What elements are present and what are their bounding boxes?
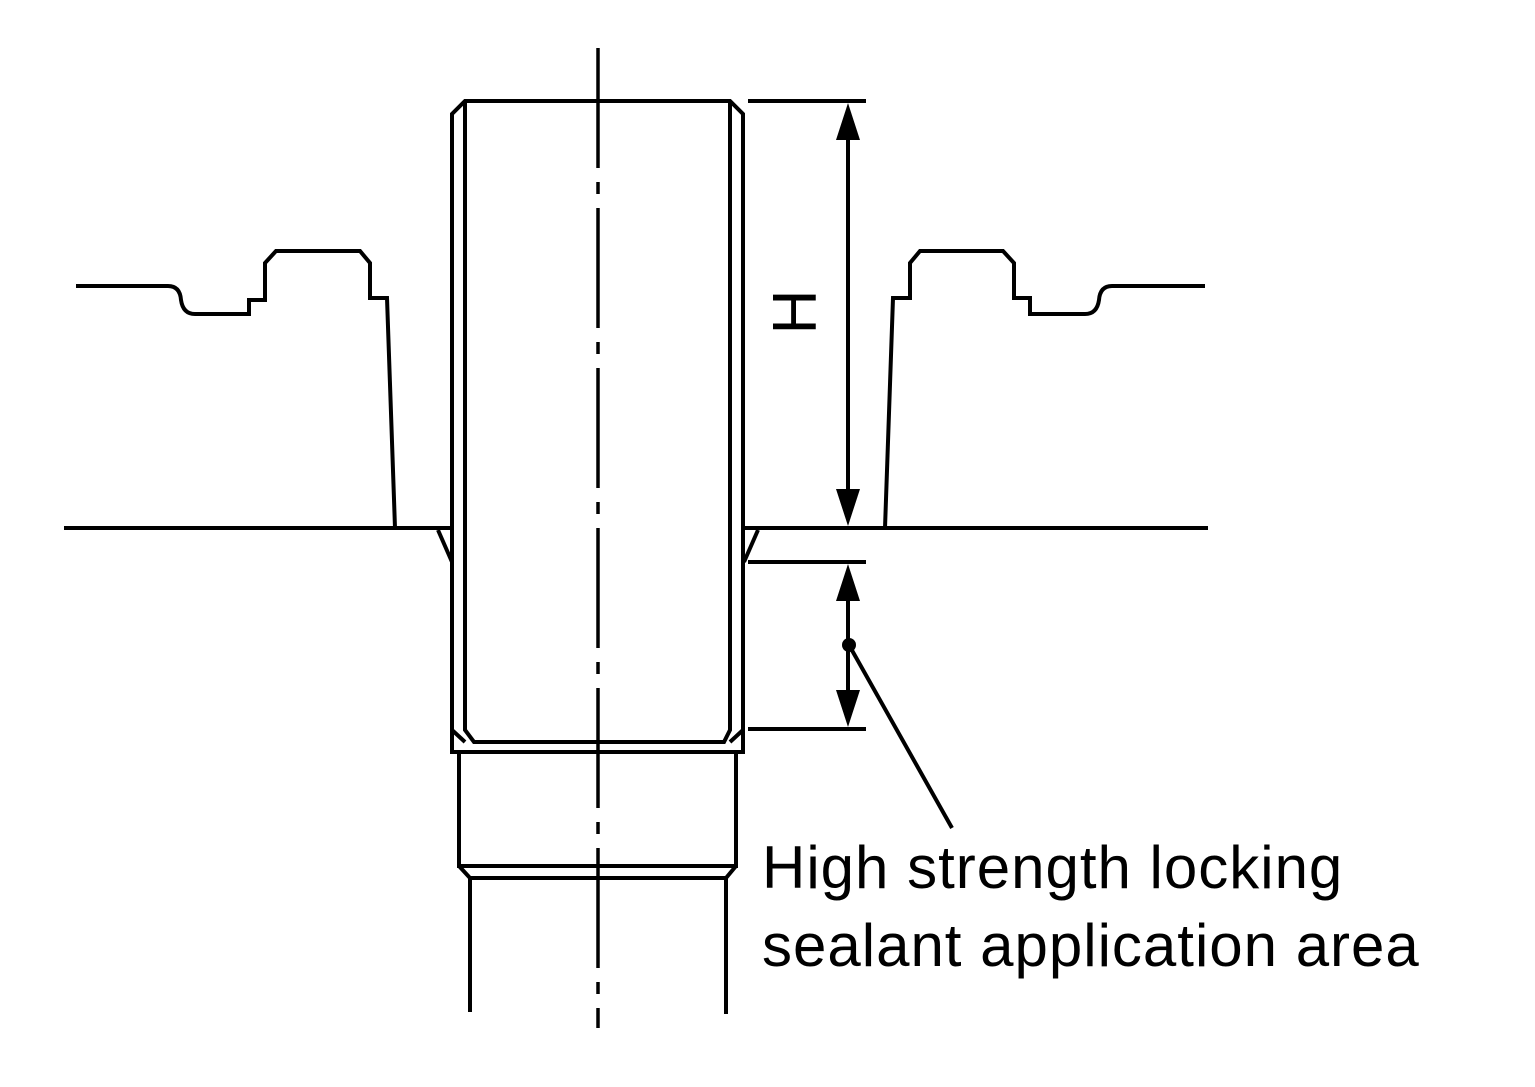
- sealant-arrow-down: [836, 690, 860, 727]
- hole-chamfer-left: [436, 529, 454, 563]
- leader-line: [847, 644, 954, 829]
- left-head-profile: [76, 249, 397, 529]
- dim-h-arrow-down: [836, 489, 860, 526]
- sealant-arrow-up: [836, 564, 860, 601]
- dim-h-label: H: [761, 290, 830, 335]
- dim-h-arrow-up: [836, 103, 860, 140]
- callout-line-1: High strength locking: [762, 834, 1343, 901]
- right-head-profile: [883, 249, 1205, 529]
- callout-line-2: sealant application area: [762, 912, 1420, 979]
- hole-chamfer-right: [742, 529, 760, 563]
- stud-lower-chamfer: [450, 728, 745, 744]
